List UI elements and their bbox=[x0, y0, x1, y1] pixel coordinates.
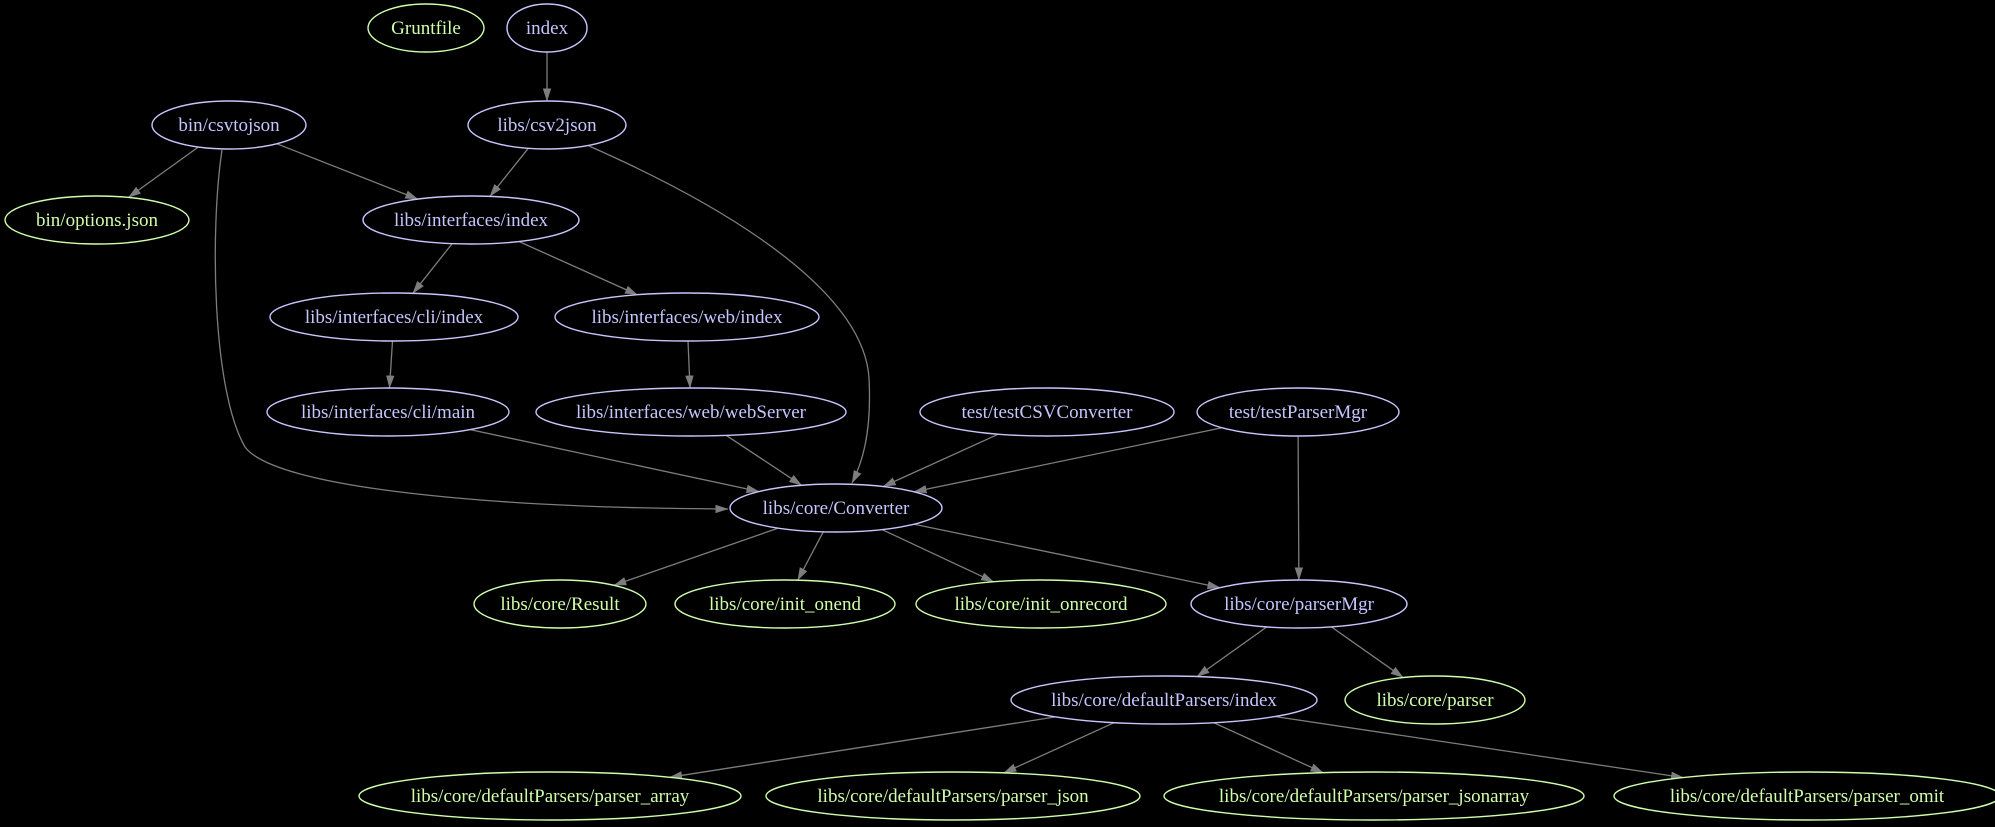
node-label: libs/interfaces/cli/index bbox=[305, 307, 484, 328]
graph-node-parser-omit: libs/core/defaultParsers/parser_omit bbox=[1613, 771, 1995, 821]
node-ellipse bbox=[266, 387, 510, 437]
node-label: bin/options.json bbox=[36, 210, 158, 231]
node-ellipse bbox=[269, 292, 519, 342]
node-ellipse bbox=[362, 195, 580, 245]
node-label: test/testParserMgr bbox=[1229, 402, 1368, 423]
graph-node-libs-core-parsermgr: libs/core/parserMgr bbox=[1190, 579, 1408, 629]
graph-node-libs-interfaces-web-index: libs/interfaces/web/index bbox=[554, 292, 820, 342]
graph-node-parser-json: libs/core/defaultParsers/parser_json bbox=[765, 771, 1141, 821]
graph-edge bbox=[725, 434, 803, 486]
node-label: libs/core/defaultParsers/index bbox=[1051, 690, 1277, 711]
node-ellipse bbox=[674, 579, 896, 629]
node-ellipse bbox=[358, 771, 742, 821]
graph-edge bbox=[1274, 715, 1684, 780]
graph-node-libs-core-init-onrecord: libs/core/init_onrecord bbox=[915, 579, 1167, 629]
node-ellipse bbox=[1196, 387, 1400, 437]
graph-edge bbox=[214, 149, 729, 514]
graph-node-libs-core-init-onend: libs/core/init_onend bbox=[674, 579, 896, 629]
graph-node-gruntfile: Gruntfile bbox=[367, 3, 485, 53]
edge-layer bbox=[127, 52, 1684, 780]
graph-node-index: index bbox=[506, 3, 588, 53]
graph-edge bbox=[685, 340, 694, 389]
graph-edge bbox=[1196, 626, 1268, 678]
graph-node-libs-interfaces-index: libs/interfaces/index bbox=[362, 195, 580, 245]
graph-edge bbox=[1213, 722, 1324, 774]
node-label: libs/interfaces/web/index bbox=[592, 307, 783, 328]
graph-node-test-testcsvconverter: test/testCSVConverter bbox=[919, 387, 1175, 437]
node-ellipse bbox=[151, 100, 307, 150]
graph-edge bbox=[1331, 626, 1404, 679]
node-ellipse bbox=[473, 579, 647, 629]
graph-edge bbox=[613, 527, 779, 586]
node-label: Gruntfile bbox=[391, 18, 461, 39]
node-ellipse bbox=[919, 387, 1175, 437]
node-ellipse bbox=[554, 292, 820, 342]
node-ellipse bbox=[1344, 675, 1526, 725]
graph-node-libs-interfaces-web-webserver: libs/interfaces/web/webServer bbox=[535, 387, 847, 437]
graph-edge bbox=[797, 531, 824, 581]
graph-node-libs-core-defaultparsers-index: libs/core/defaultParsers/index bbox=[1010, 675, 1318, 725]
node-ellipse bbox=[729, 483, 943, 533]
node-ellipse bbox=[367, 3, 485, 53]
graph-edge bbox=[1294, 435, 1304, 581]
graph-edge bbox=[914, 523, 1221, 590]
node-ellipse bbox=[765, 771, 1141, 821]
graph-edge bbox=[882, 433, 999, 488]
graph-edge bbox=[386, 340, 395, 389]
graph-node-test-testparsermgr: test/testParserMgr bbox=[1196, 387, 1400, 437]
node-label: libs/interfaces/cli/main bbox=[301, 402, 476, 423]
node-ellipse bbox=[1163, 771, 1585, 821]
graph-node-libs-csv2json: libs/csv2json bbox=[467, 100, 627, 150]
node-label: libs/interfaces/index bbox=[394, 210, 549, 231]
node-ellipse bbox=[1613, 771, 1995, 821]
graph-edge bbox=[913, 427, 1223, 494]
node-label: libs/core/defaultParsers/parser_array bbox=[411, 786, 690, 807]
node-label: libs/core/init_onrecord bbox=[954, 594, 1128, 615]
node-label: libs/csv2json bbox=[497, 115, 597, 136]
node-label: libs/core/Result bbox=[500, 594, 620, 615]
node-label: libs/core/defaultParsers/parser_jsonarra… bbox=[1219, 786, 1530, 807]
node-ellipse bbox=[467, 100, 627, 150]
graph-edge bbox=[470, 428, 760, 493]
node-ellipse bbox=[4, 195, 190, 245]
graph-edge bbox=[1003, 722, 1115, 774]
node-ellipse bbox=[535, 387, 847, 437]
graph-edge bbox=[669, 716, 1056, 780]
node-label: index bbox=[526, 18, 569, 39]
node-label: bin/csvtojson bbox=[178, 115, 280, 136]
node-label: libs/core/init_onend bbox=[709, 594, 861, 615]
graph-edge bbox=[588, 145, 871, 484]
node-label: libs/core/defaultParsers/parser_omit bbox=[1670, 786, 1945, 807]
graph-edge bbox=[127, 146, 199, 198]
graph-node-libs-core-parser: libs/core/parser bbox=[1344, 675, 1526, 725]
node-label: libs/core/parserMgr bbox=[1224, 594, 1375, 615]
graph-node-libs-core-result: libs/core/Result bbox=[473, 579, 647, 629]
node-ellipse bbox=[1010, 675, 1318, 725]
graph-node-parser-array: libs/core/defaultParsers/parser_array bbox=[358, 771, 742, 821]
graph-node-libs-core-converter: libs/core/Converter bbox=[729, 483, 943, 533]
graph-edge bbox=[489, 147, 529, 197]
node-ellipse bbox=[506, 3, 588, 53]
graph-node-bin-options-json: bin/options.json bbox=[4, 195, 190, 245]
graph-edge bbox=[276, 143, 419, 200]
node-label: test/testCSVConverter bbox=[962, 402, 1134, 423]
graph-edge bbox=[412, 243, 453, 294]
node-ellipse bbox=[915, 579, 1167, 629]
graph-edge bbox=[518, 240, 638, 296]
graph-node-libs-interfaces-cli-main: libs/interfaces/cli/main bbox=[266, 387, 510, 437]
graph-node-bin-csvtojson: bin/csvtojson bbox=[151, 100, 307, 150]
graph-node-libs-interfaces-cli-index: libs/interfaces/cli/index bbox=[269, 292, 519, 342]
node-label: libs/core/parser bbox=[1376, 690, 1494, 711]
node-label: libs/interfaces/web/webServer bbox=[576, 402, 807, 423]
graph-node-parser-jsonarray: libs/core/defaultParsers/parser_jsonarra… bbox=[1163, 771, 1585, 821]
node-ellipse bbox=[1190, 579, 1408, 629]
graph-edge bbox=[881, 529, 995, 583]
node-label: libs/core/defaultParsers/parser_json bbox=[817, 786, 1089, 807]
node-label: libs/core/Converter bbox=[763, 498, 910, 519]
node-layer: Gruntfile index bin/csvtojson libs/csv2json… bbox=[4, 3, 1995, 821]
